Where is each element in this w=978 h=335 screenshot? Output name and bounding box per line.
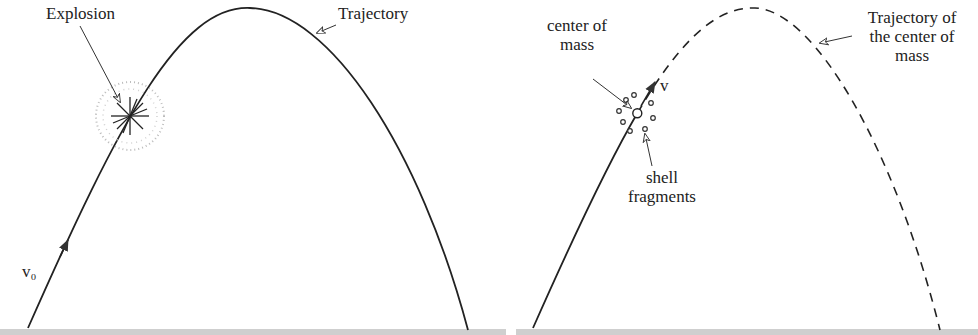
leader-line	[645, 134, 652, 166]
trajectory-label: Trajectory	[338, 4, 408, 23]
center-of-mass-label: center of mass	[545, 16, 609, 54]
shell-fragments	[617, 93, 656, 134]
leader-line	[80, 26, 120, 102]
explosion-halo	[103, 89, 157, 143]
fragments-label: shell fragments	[622, 168, 702, 206]
center-of-mass-marker	[633, 109, 642, 118]
ground	[0, 329, 506, 335]
explosion-star	[111, 97, 149, 135]
leader-line	[820, 36, 852, 43]
velocity-label: v	[660, 76, 669, 95]
leader-line	[317, 25, 336, 33]
trajectory-curve	[28, 8, 468, 330]
velocity-arrow	[60, 240, 68, 257]
explosion-label: Explosion	[46, 4, 115, 23]
trajectory-label: Trajectory of the center of mass	[856, 8, 968, 65]
explosion-halo	[96, 82, 164, 150]
velocity-arrow	[641, 82, 655, 106]
ground	[516, 329, 978, 335]
center-of-mass-trajectory	[637, 8, 940, 330]
velocity-label: v₀	[22, 262, 36, 281]
trajectory-curve	[533, 113, 637, 328]
leader-line	[593, 79, 631, 108]
